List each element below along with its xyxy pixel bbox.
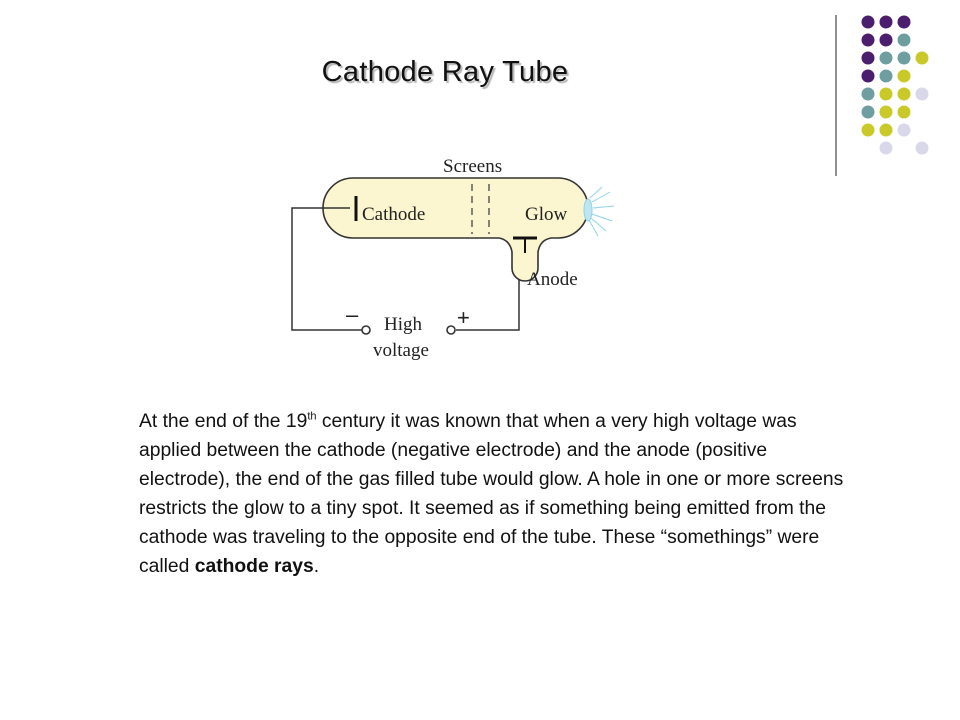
paragraph-text-end: . xyxy=(313,556,320,577)
label-glow: Glow xyxy=(525,204,568,225)
ordinal-superscript: th xyxy=(307,410,317,423)
explanation-paragraph: At the end of the 19th century it was kn… xyxy=(139,407,859,581)
decor-dot xyxy=(879,69,893,83)
tube-body xyxy=(322,177,589,282)
label-voltage: voltage xyxy=(373,340,429,361)
decor-dot xyxy=(861,33,875,47)
glow-spot xyxy=(583,198,593,222)
label-cathode: Cathode xyxy=(362,204,425,225)
decor-dot xyxy=(879,105,893,119)
decor-dot xyxy=(879,15,893,29)
slide-title: Cathode Ray Tube xyxy=(321,56,569,88)
decorative-dot-grid xyxy=(835,15,929,176)
cathode-rays-term: cathode rays xyxy=(194,556,314,577)
decor-dot xyxy=(879,141,893,155)
decor-dot xyxy=(897,105,911,119)
decor-dot xyxy=(879,87,893,101)
terminal-negative xyxy=(361,325,371,335)
decor-dot xyxy=(897,87,911,101)
decor-dot xyxy=(915,51,929,65)
label-plus: + xyxy=(457,305,470,330)
decor-dot xyxy=(861,15,875,29)
decor-dot xyxy=(879,123,893,137)
decor-dot xyxy=(897,69,911,83)
cathode-ray-tube-diagram: Screens Cathode Glow Anode – + High volt… xyxy=(291,156,615,361)
decor-dot xyxy=(879,33,893,47)
decor-dot xyxy=(861,105,875,119)
decor-dot xyxy=(897,33,911,47)
label-high: High xyxy=(384,314,423,335)
decor-dot xyxy=(897,51,911,65)
decor-dot xyxy=(915,141,929,155)
decor-dot xyxy=(897,123,911,137)
decor-dot xyxy=(861,123,875,137)
decor-dot xyxy=(861,69,875,83)
paragraph-text-start: At the end of the 19 xyxy=(139,411,308,432)
glow-rays xyxy=(588,186,615,237)
label-minus: – xyxy=(346,302,359,327)
label-anode: Anode xyxy=(527,269,578,290)
wire-cathode xyxy=(291,207,362,331)
decor-dot xyxy=(897,15,911,29)
wire-anode xyxy=(456,279,520,331)
decor-dot xyxy=(861,51,875,65)
decor-dot xyxy=(861,87,875,101)
decor-dot xyxy=(915,87,929,101)
paragraph-text-main: century it was known that when a very hi… xyxy=(139,411,844,577)
label-screens: Screens xyxy=(443,156,502,177)
decor-dot xyxy=(879,51,893,65)
terminal-positive xyxy=(446,325,456,335)
